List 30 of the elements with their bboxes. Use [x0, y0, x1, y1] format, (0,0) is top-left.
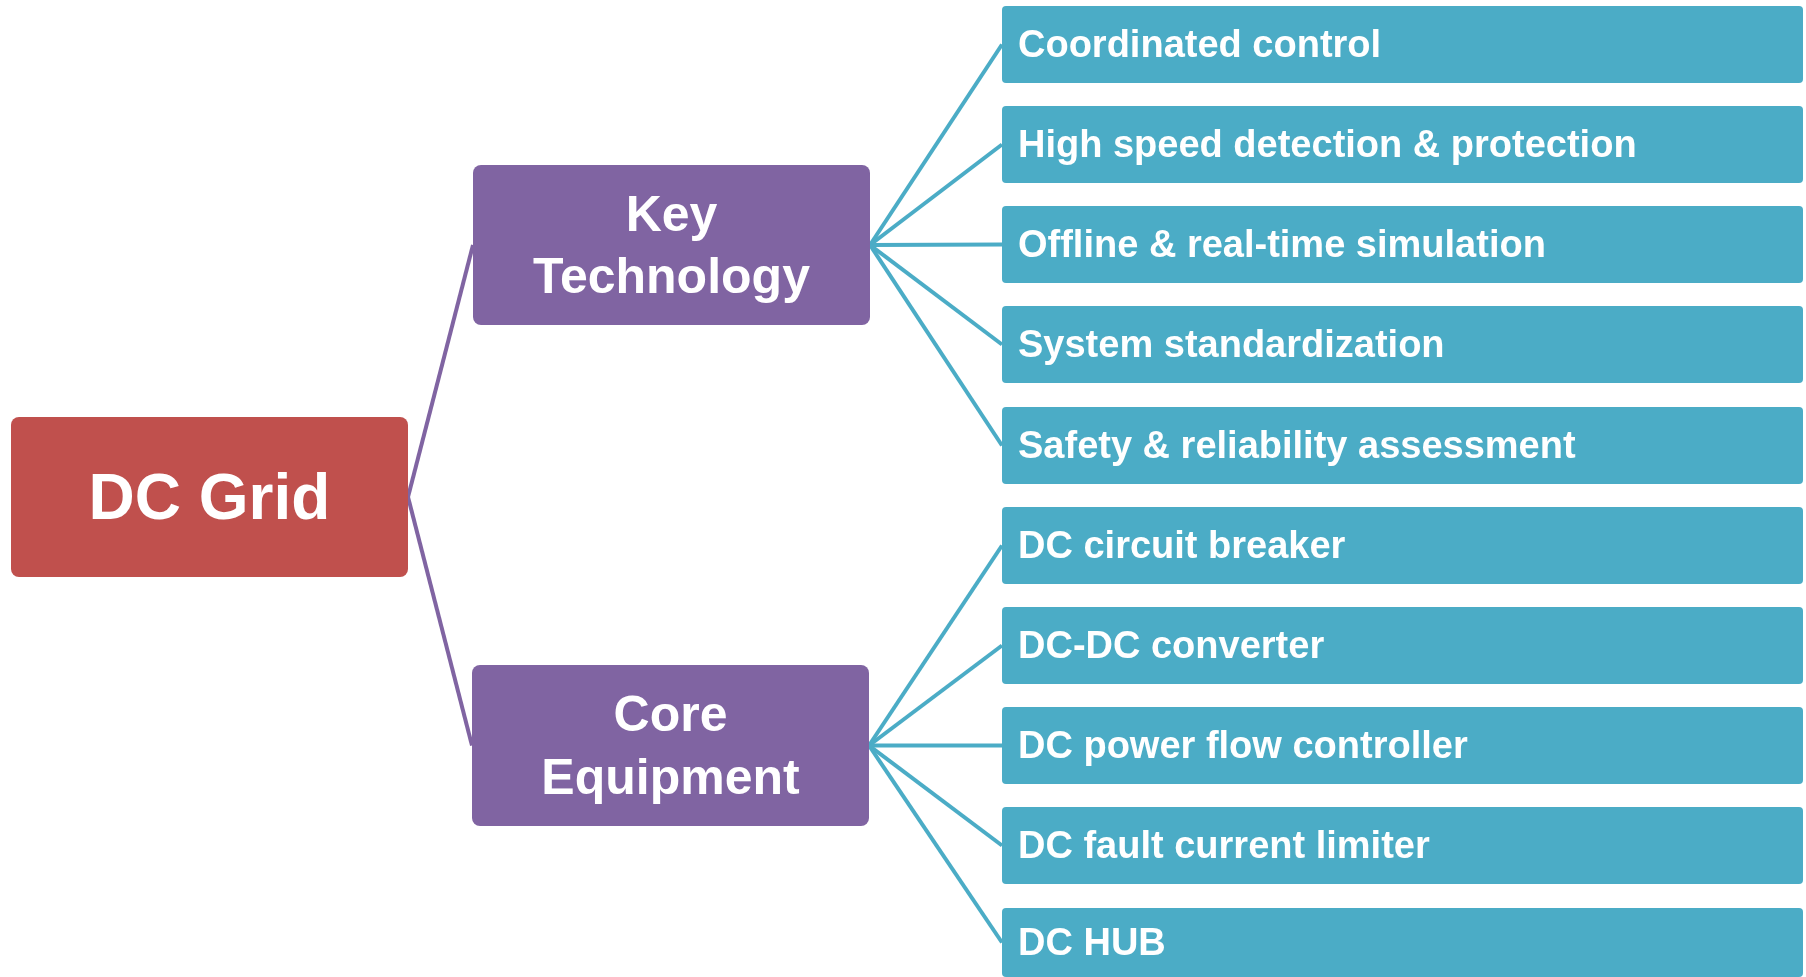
node-label: Key Technology [533, 184, 810, 306]
category-box [472, 665, 869, 826]
node-label: Coordinated control [1018, 23, 1382, 66]
root-box [11, 417, 408, 577]
node-label: System standardization [1018, 323, 1445, 366]
item-bar [1002, 306, 1803, 383]
connector-line [869, 743, 1002, 748]
node-label: Safety & reliability assessment [1018, 424, 1576, 467]
node-label: Offline & real-time simulation [1018, 223, 1546, 266]
item-bar [1002, 6, 1803, 83]
item-bar [1002, 707, 1803, 784]
node-label: High speed detection & protection [1018, 123, 1637, 166]
node-label: DC power flow controller [1018, 724, 1468, 767]
item-bar [1002, 407, 1803, 484]
node-label: DC HUB [1018, 921, 1166, 964]
connector-line [870, 242, 1002, 247]
node-label: DC circuit breaker [1018, 524, 1346, 567]
connector-line [406, 244, 475, 498]
item-bar [1002, 206, 1803, 283]
node-label: DC fault current limiter [1018, 824, 1430, 867]
node-label: DC-DC converter [1018, 624, 1325, 667]
item-bar [1002, 908, 1803, 977]
connector-line [406, 496, 474, 746]
item-bar [1002, 607, 1803, 684]
item-bar [1002, 507, 1803, 584]
category-box [473, 165, 870, 325]
node-label: Core Equipment [541, 685, 800, 807]
item-bar [1002, 807, 1803, 884]
node-label: DC Grid [88, 460, 331, 534]
item-bar [1002, 106, 1803, 183]
